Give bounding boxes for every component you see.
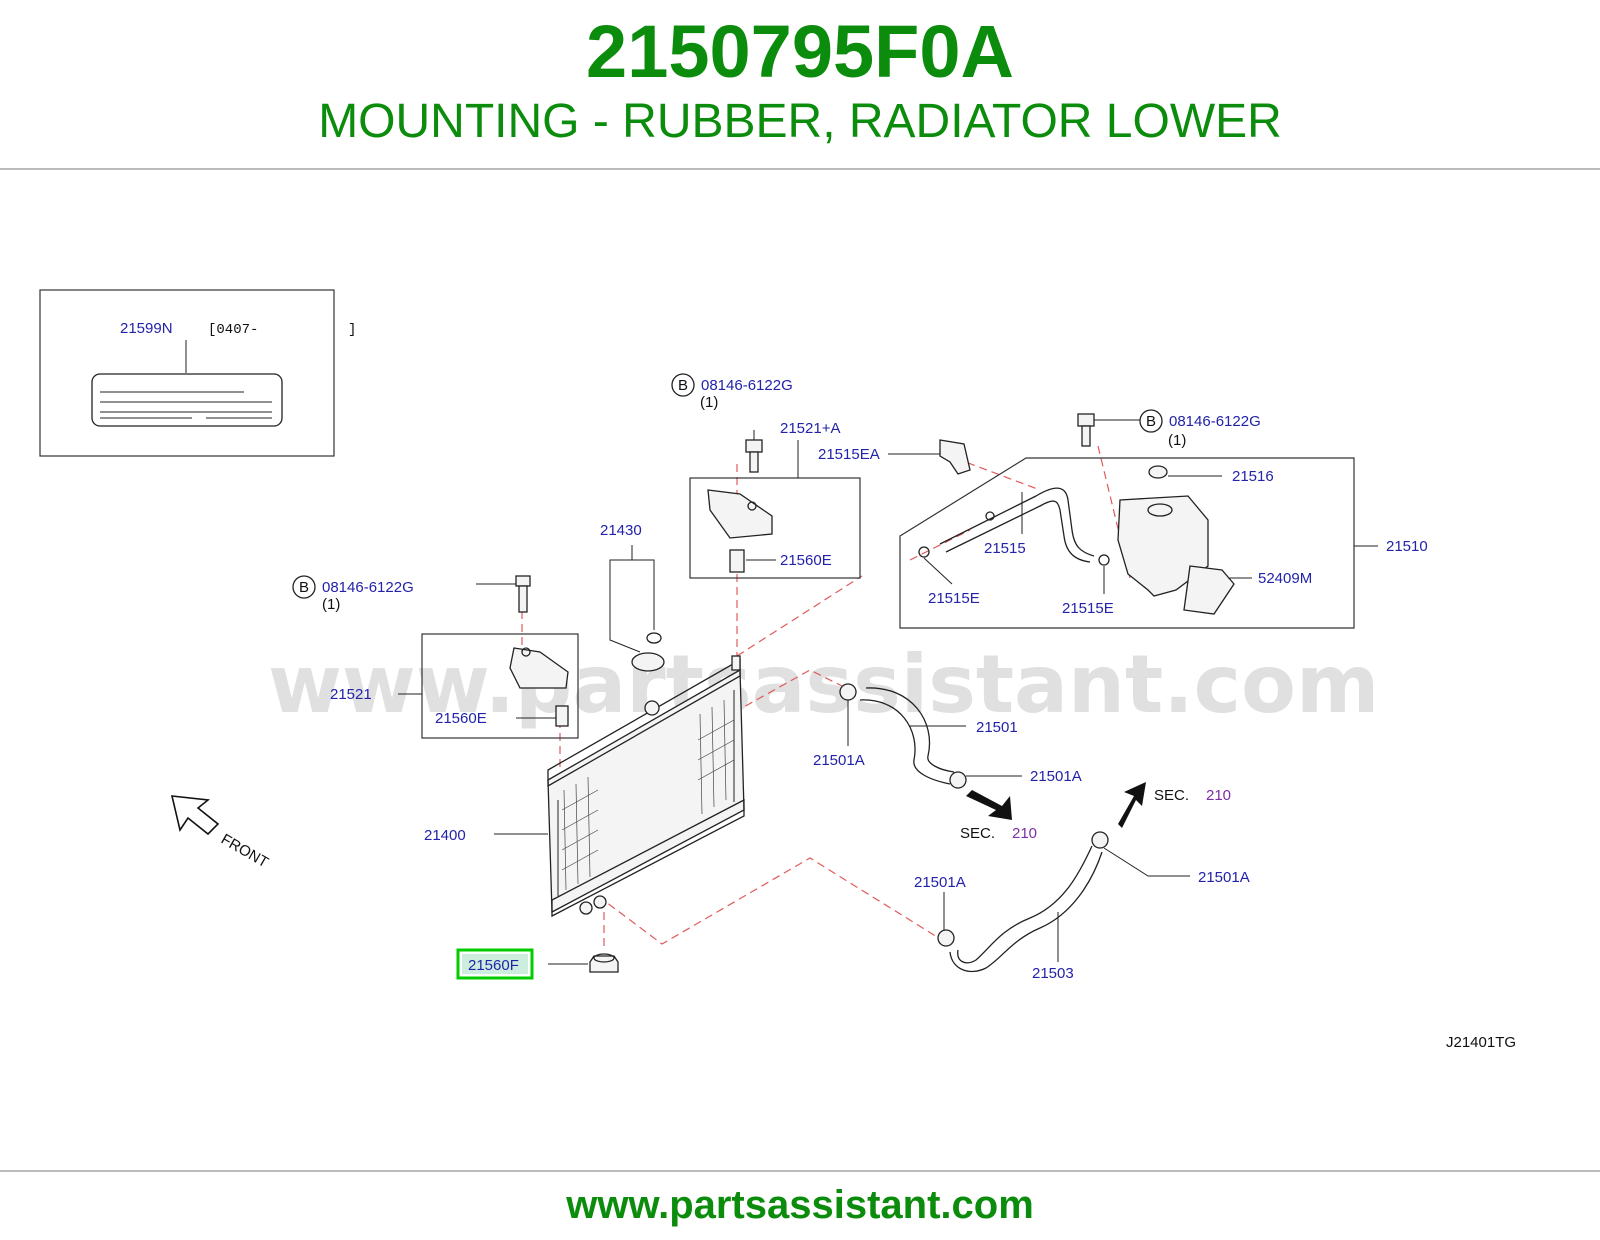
upper-hose-drawing [839, 683, 967, 789]
drawing-code: J21401TG [1446, 1034, 1516, 1051]
header-divider [0, 168, 1600, 170]
sec-upper-number[interactable]: 210 [1206, 787, 1231, 804]
label-bolt-top[interactable]: 08146-6122G [701, 377, 793, 394]
bolt-right-qty: (1) [1168, 432, 1186, 449]
label-21400[interactable]: 21400 [424, 827, 466, 844]
label-21510[interactable]: 21510 [1386, 538, 1428, 555]
label-bolt-left[interactable]: 08146-6122G [322, 579, 414, 596]
label-21521a[interactable]: 21521+A [780, 420, 840, 437]
bolt-left-drawing [515, 575, 531, 613]
part-description: MOUNTING - RUBBER, RADIATOR LOWER [318, 95, 1282, 148]
label-21501a-4[interactable]: 21501A [1198, 869, 1250, 886]
sec-lower-prefix: SEC. [960, 825, 995, 842]
bolt-top-drawing [745, 439, 763, 473]
front-arrow [170, 795, 220, 836]
bolt-left-symbol: B [299, 579, 309, 596]
bolt-right-drawing [1077, 413, 1095, 447]
label-range-close: ] [348, 322, 356, 338]
bolt-symbol-left [292, 575, 316, 599]
label-21516[interactable]: 21516 [1232, 468, 1274, 485]
label-21501a-3[interactable]: 21501A [914, 874, 966, 891]
footer-divider [0, 1170, 1600, 1172]
bolt-right-symbol: B [1146, 413, 1156, 430]
label-21515[interactable]: 21515 [984, 540, 1026, 557]
label-21599n[interactable]: 21599N [120, 320, 173, 337]
bolt-symbol-right [1139, 409, 1163, 433]
label-inset-box: 21599N [0407- ] [39, 289, 356, 457]
label-21430[interactable]: 21430 [600, 522, 642, 539]
bracket-group-21521a [689, 477, 861, 579]
bolt-symbol-top [671, 373, 695, 397]
bracket-group-21521 [421, 633, 579, 739]
label-21515ea[interactable]: 21515EA [818, 446, 880, 463]
lower-mounting-rubber-drawing [589, 953, 619, 973]
radiator-drawing [547, 655, 745, 918]
label-21515e-left[interactable]: 21515E [928, 590, 980, 607]
bolt-top-qty: (1) [700, 394, 718, 411]
highlight-fill-21560f [462, 954, 528, 974]
part-number-title: 2150795F0A [586, 10, 1014, 93]
arrow-sec-210-lower [966, 790, 1012, 820]
watermark-text: www.partsassistant.com [268, 638, 1379, 731]
label-21560e-left[interactable]: 21560E [435, 710, 487, 727]
footer-url-link[interactable]: www.partsassistant.com [566, 1183, 1034, 1227]
label-21501a-1[interactable]: 21501A [813, 752, 865, 769]
label-21501a-2[interactable]: 21501A [1030, 768, 1082, 785]
label-21515e-right[interactable]: 21515E [1062, 600, 1114, 617]
label-21560f[interactable]: 21560F [468, 957, 519, 974]
sec-upper-prefix: SEC. [1154, 787, 1189, 804]
page-header: 2150795F0A MOUNTING - RUBBER, RADIATOR L… [0, 0, 1600, 168]
label-21501[interactable]: 21501 [976, 719, 1018, 736]
label-bolt-right[interactable]: 08146-6122G [1169, 413, 1261, 430]
sec-lower-number[interactable]: 210 [1012, 825, 1037, 842]
label-21521[interactable]: 21521 [330, 686, 372, 703]
label-range-open: [0407- [208, 322, 258, 338]
bolt-top-symbol: B [678, 377, 688, 394]
label-21503[interactable]: 21503 [1032, 965, 1074, 982]
reservoir-group [899, 439, 1355, 629]
radiator-cap-drawing [631, 632, 665, 672]
label-52409m[interactable]: 52409M [1258, 570, 1312, 587]
arrow-sec-210-upper [1118, 782, 1146, 828]
bolt-left-qty: (1) [322, 596, 340, 613]
label-21560e-top[interactable]: 21560E [780, 552, 832, 569]
lower-hose-drawing [937, 831, 1109, 973]
front-label: FRONT [218, 831, 271, 872]
